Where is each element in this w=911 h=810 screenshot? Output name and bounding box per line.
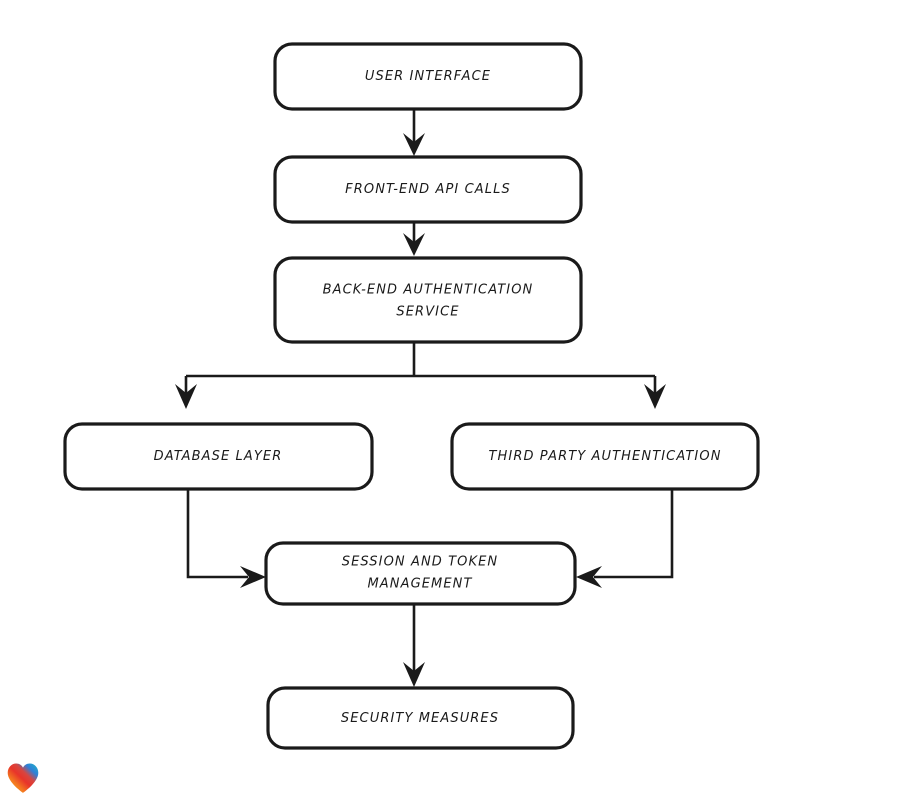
node-user-interface-shape[interactable] — [273, 42, 583, 111]
edge-back-end-auth-service-to-database-layer — [175, 376, 197, 409]
edge-session-token-mgmt-to-security-measures — [403, 604, 425, 687]
edge-user-interface-to-front-end-api-calls — [403, 109, 425, 156]
node-user-interface-label: USER INTERFACE — [365, 69, 491, 84]
node-security-measures[interactable]: SECURITY MEASURES — [266, 686, 575, 750]
node-database-layer[interactable]: DATABASE LAYER — [63, 422, 374, 491]
node-security-measures-label: SECURITY MEASURES — [341, 711, 499, 726]
node-front-end-api-calls[interactable]: FRONT-END API CALLS — [273, 155, 583, 224]
node-security-measures-shape[interactable] — [266, 686, 575, 750]
node-third-party-auth[interactable]: THIRD PARTY AUTHENTICATION — [450, 422, 760, 491]
edge-third-party-auth-to-session-token-mgmt — [576, 489, 674, 588]
node-session-token-mgmt[interactable]: SESSION AND TOKEN MANAGEMENT — [264, 541, 577, 606]
node-third-party-auth-shape[interactable] — [450, 422, 760, 491]
node-database-layer-shape[interactable] — [63, 422, 374, 491]
node-session-token-mgmt-label-line2: MANAGEMENT — [367, 577, 472, 592]
node-session-token-mgmt-shape[interactable] — [264, 541, 577, 606]
node-user-interface[interactable]: USER INTERFACE — [273, 42, 583, 111]
node-back-end-auth-service-shape[interactable] — [273, 256, 583, 344]
node-back-end-auth-service-label-line1: BACK-END AUTHENTICATION — [323, 283, 534, 298]
node-front-end-api-calls-shape[interactable] — [273, 155, 583, 224]
node-session-token-mgmt-label-line1: SESSION AND TOKEN — [342, 555, 499, 570]
node-front-end-api-calls-label: FRONT-END API CALLS — [345, 182, 511, 197]
heart-icon-wrapper — [6, 762, 40, 794]
node-back-end-auth-service-label-line2: SERVICE — [396, 305, 459, 320]
node-back-end-auth-service[interactable]: BACK-END AUTHENTICATION SERVICE — [273, 256, 583, 344]
node-database-layer-label: DATABASE LAYER — [154, 449, 283, 464]
heart-icon — [7, 763, 39, 793]
node-third-party-auth-label: THIRD PARTY AUTHENTICATION — [488, 449, 721, 464]
edge-database-layer-to-session-token-mgmt — [186, 489, 266, 588]
edge-back-end-auth-service-split — [186, 342, 655, 378]
edge-back-end-auth-service-to-third-party-auth — [644, 376, 666, 409]
edge-front-end-api-calls-to-back-end-auth-service — [403, 222, 425, 256]
